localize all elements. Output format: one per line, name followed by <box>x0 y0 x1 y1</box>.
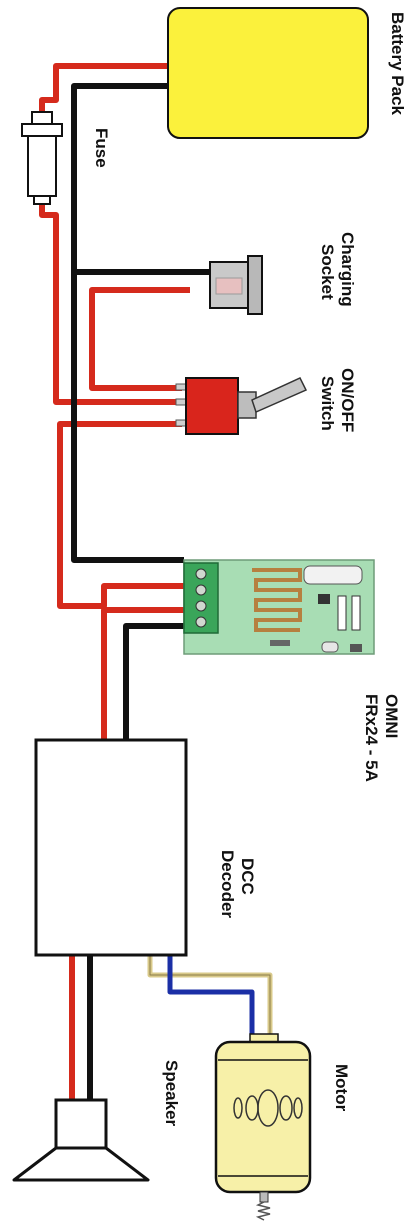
charging-socket <box>209 255 263 315</box>
speaker-label: Speaker <box>162 1060 181 1127</box>
decoder-label-line1: DCC <box>238 858 257 895</box>
battery-negative-wire <box>71 83 184 563</box>
switch-label-line1: ON/OFF <box>338 368 357 432</box>
battery-pack <box>167 7 369 139</box>
wiring <box>39 63 273 1100</box>
fuse-to-switch-wire <box>39 202 182 405</box>
motor-wire-tan-outline <box>149 955 271 1040</box>
fuse <box>21 111 63 205</box>
speaker <box>12 1098 150 1182</box>
pcb-antenna <box>252 568 302 632</box>
socket-positive-wire <box>89 287 190 391</box>
charging-socket-label-line1: Charging <box>338 232 357 307</box>
receiver-label-line2: FRx24 - 5A <box>362 694 381 782</box>
on-off-switch <box>175 377 308 435</box>
battery-pack-label: Battery Pack <box>388 12 407 116</box>
dcc-decoder <box>34 738 188 957</box>
switch-output-wire <box>57 421 184 609</box>
fuse-label: Fuse <box>92 128 111 168</box>
receiver-to-decoder-black <box>123 623 184 740</box>
omni-receiver <box>183 559 375 655</box>
motor-label: Motor <box>332 1064 351 1112</box>
battery-positive-wire <box>39 63 168 116</box>
switch-label-line2: Switch <box>318 376 337 431</box>
charging-socket-label-line2: Socket <box>318 244 337 300</box>
receiver-label-line1: OMNI <box>382 694 401 738</box>
decoder-label-line2: Decoder <box>218 850 237 918</box>
motor-wire-blue <box>167 955 255 1040</box>
motor-worm-gear <box>255 1201 271 1221</box>
receiver-to-decoder-red <box>101 607 184 740</box>
motor <box>214 1033 312 1221</box>
